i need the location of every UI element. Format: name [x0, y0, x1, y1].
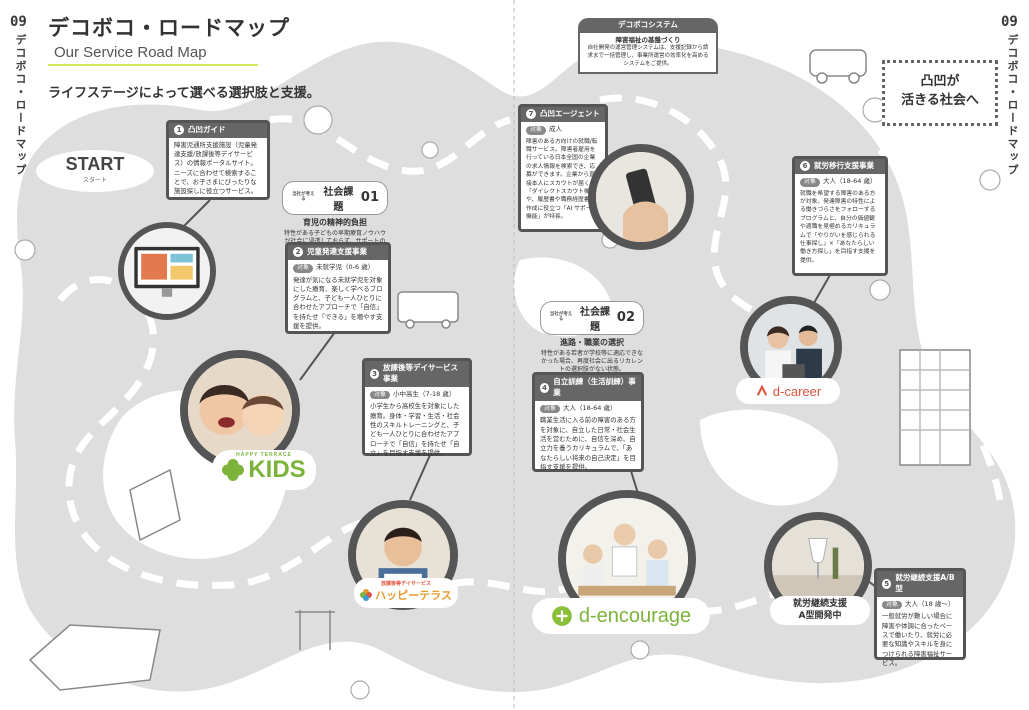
vertical-title-right: デコボコ・ロードマップ	[1006, 34, 1019, 177]
bus-illustration	[397, 291, 459, 329]
monitor-image	[124, 228, 210, 314]
photo-agent-phone	[588, 144, 694, 250]
start-sub: スタート	[82, 177, 107, 184]
road-dashes-4	[877, 147, 1004, 501]
system-card-body: 自社開発の運営管理システムは、支援記録から請求まで一括管理し、事業所運営の効率化…	[587, 45, 709, 68]
tree-decorations	[14, 97, 1001, 700]
sandbox-illustration	[28, 624, 161, 691]
building-illustration	[899, 349, 971, 466]
card-title: 凸凹ガイド	[188, 125, 226, 134]
issue-title: 育児の精神的負担	[303, 217, 367, 227]
logo-d-encourage: d-encourage	[532, 598, 710, 634]
card-number: 1	[174, 125, 184, 136]
road-main	[14, 41, 1016, 692]
encourage-leaf-icon	[551, 606, 572, 626]
system-card-title: 障害福祉の基盤づくり	[615, 35, 681, 44]
logo-happy-terrace: 放課後等デイサービス ハッピーテラス	[354, 578, 458, 608]
goal-line-2: 活きる社会へ	[901, 92, 979, 108]
swing-illustration	[295, 610, 335, 650]
logo-d-career: d-career	[736, 378, 840, 404]
vertical-title-left: デコボコ・ロードマップ	[14, 34, 27, 177]
clover-icon	[222, 459, 245, 481]
start-label: START	[65, 154, 125, 174]
workshop-caption: 就労継続支援 A型開発中	[770, 596, 870, 626]
logo-kids: HAPPY TERRACE KIDS	[212, 450, 316, 490]
page-tagline: ライフステージによって選べる選択肢と支援。	[48, 86, 320, 101]
happy-clover-icon	[360, 589, 373, 601]
goal-line-1: 凸凹が	[920, 74, 960, 89]
page-number-left: 09	[10, 14, 27, 30]
career-mark-icon	[756, 384, 767, 396]
service-card-dekoboko-guide: 1 凸凹ガイド 障害児通所支援施設（児童発達支援/放課後等デイサービス）の情報ポー…	[166, 120, 270, 200]
page-number-right: 09	[1001, 14, 1018, 30]
phone-hand-image	[596, 152, 686, 242]
start-marker: START スタート	[36, 150, 154, 192]
page-subtitle-en: Our Service Road Map	[54, 44, 207, 61]
card-body: 障害児通所支援施設（児童発達支援/放課後等デイサービス）の情報ポータルサイト。ニ…	[174, 140, 258, 196]
playground-slide	[129, 468, 181, 542]
system-card-header: デコボコシステム	[578, 18, 718, 33]
issue-title: 進路・職業の選択	[560, 337, 624, 347]
page-title: デコボコ・ロードマップ	[44, 12, 290, 42]
photo-kids	[180, 350, 300, 470]
social-issue-01: 当社が考える 社会課題 01 育児の精神的負担 特性がある子どもの早期療育ノウハ…	[282, 180, 388, 254]
goal-box: 凸凹が 活きる社会へ	[882, 60, 998, 126]
subtitle-underline	[48, 64, 258, 66]
system-card: デコボコシステム 障害福祉の基盤づくり 自社開発の運営管理システムは、支援記録か…	[578, 18, 718, 75]
road-inner-island-2	[700, 409, 838, 506]
social-issue-02: 当社が考える 社会課題 02 進路・職業の選択 特性がある若者が学校等に適応でき…	[540, 300, 644, 374]
kids-image	[188, 358, 292, 462]
issue-desc: 特性がある若者が学校等に適応できなかった場合、再度社会に出るリカレントの選択肢が…	[540, 349, 643, 373]
car-illustration	[809, 49, 867, 84]
photo-guide-monitor	[118, 222, 216, 320]
photo-d-career	[740, 296, 842, 398]
